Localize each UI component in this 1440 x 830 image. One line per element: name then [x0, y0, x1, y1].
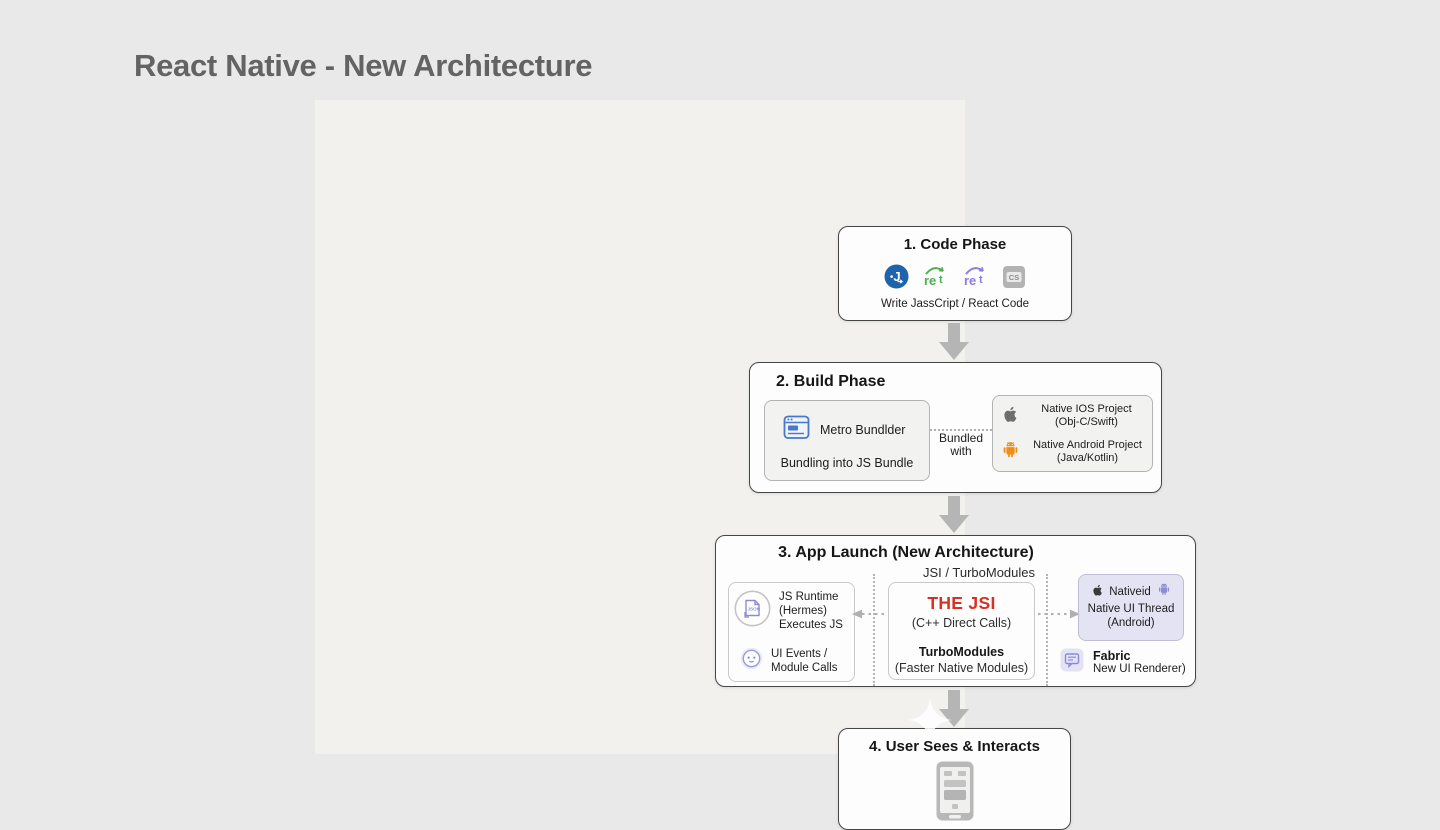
- json-file-icon: JSON: [734, 590, 771, 632]
- dotted-divider-right: [1046, 574, 1048, 686]
- code-phase-box: 1. Code Phase J re t: [838, 226, 1072, 321]
- apple-icon: [1001, 404, 1018, 429]
- app-launch-box: 3. App Launch (New Architecture) JSI / T…: [715, 535, 1196, 687]
- svg-text:JSON: JSON: [748, 607, 761, 612]
- js-runtime-box: JSON JS Runtime (Hermes) Executes JS: [728, 582, 855, 682]
- svg-text:re: re: [964, 273, 976, 288]
- right-dashed-arrow-icon: [1038, 606, 1080, 624]
- down-block-arrow-icon: [939, 690, 969, 732]
- native-ui-thread-box: Nativeid: [1078, 574, 1184, 641]
- user-interacts-box: 4. User Sees & Interacts: [838, 728, 1071, 830]
- diagram-panel: 1. Code Phase J re t: [315, 100, 1196, 830]
- sparkle-icon: [908, 698, 952, 747]
- native-ui-thread-platform: (Android): [1107, 617, 1155, 629]
- jsi-subtitle: (C++ Direct Calls): [911, 616, 1012, 630]
- svg-text:t: t: [979, 274, 983, 286]
- native-ui-thread-label: Native UI Thread: [1087, 603, 1175, 615]
- metro-bundler-subtitle: Bundling into JS Bundle: [780, 456, 914, 470]
- turbomodules-title: TurboModules: [918, 645, 1005, 659]
- react-green-icon: re t: [922, 264, 949, 294]
- fabric-item: Fabric New UI Renderer): [1060, 648, 1186, 677]
- dotted-divider-left: [873, 574, 875, 686]
- native-android-label: Native Android Project (Java/Kotlin): [1033, 439, 1142, 464]
- android-icon: [1157, 582, 1171, 602]
- js-runtime-label: JS Runtime (Hermes) Executes JS: [779, 591, 843, 631]
- native-ios-label: Native IOS Project (Obj-C/Swift): [1041, 403, 1132, 428]
- metro-bundler-icon: [783, 414, 810, 446]
- user-interacts-heading: 4. User Sees & Interacts: [869, 738, 1040, 755]
- javascript-icon: J: [884, 264, 909, 294]
- metro-bundler-label: Metro Bundlder: [820, 423, 906, 437]
- smiley-icon: [740, 647, 763, 675]
- bundled-with-connector: Bundled with: [930, 423, 992, 471]
- fabric-label: Fabric New UI Renderer): [1093, 649, 1186, 675]
- jsi-box: THE JSI (C++ Direct Calls) TurboModules …: [888, 582, 1035, 680]
- smartphone-icon: [935, 760, 975, 827]
- native-android-row: Native Android Project (Java/Kotlin): [1001, 439, 1148, 465]
- slide: React Native - New Architecture 1. Code …: [134, 48, 1196, 830]
- app-launch-heading: 3. App Launch (New Architecture): [778, 544, 1034, 561]
- fabric-renderer-icon: [1060, 648, 1084, 677]
- metro-bundler-box: Metro Bundlder Bundling into JS Bundle: [764, 400, 930, 481]
- android-icon: [1001, 440, 1020, 465]
- css-icon: CS: [1002, 265, 1026, 294]
- code-phase-caption: Write JassCript / React Code: [880, 298, 1030, 310]
- ui-events-item: UI Events / Module Calls: [740, 647, 837, 675]
- apple-icon: [1091, 583, 1103, 602]
- js-runtime-item: JSON JS Runtime (Hermes) Executes JS: [734, 590, 843, 632]
- metro-bundler-row: Metro Bundlder: [783, 414, 905, 446]
- jsi-title: THE JSI: [927, 593, 996, 613]
- native-projects-box: Native IOS Project (Obj-C/Swift): [992, 395, 1153, 472]
- ui-events-label: UI Events / Module Calls: [771, 648, 838, 674]
- svg-text:J: J: [893, 269, 900, 284]
- svg-text:t: t: [939, 274, 943, 286]
- native-ios-row: Native IOS Project (Obj-C/Swift): [1001, 403, 1148, 429]
- code-icons-row: J re t re: [839, 264, 1071, 294]
- bundled-with-label: Bundled with: [930, 432, 992, 458]
- nativeid-label: Nativeid: [1109, 586, 1151, 598]
- svg-text:re: re: [924, 273, 936, 288]
- turbomodules-subtitle: (Faster Native Modules): [894, 661, 1029, 675]
- page-title: React Native - New Architecture: [134, 48, 593, 83]
- react-purple-icon: re t: [962, 264, 989, 294]
- app-launch-subtitle: JSI / TurboModules: [923, 565, 1035, 580]
- down-block-arrow-icon: [939, 323, 969, 365]
- build-phase-heading: 2. Build Phase: [776, 373, 886, 390]
- dotted-connector-line: [930, 429, 992, 431]
- build-phase-box: 2. Build Phase Metro Bundlder Bun: [749, 362, 1162, 493]
- code-phase-heading: 1. Code Phase: [903, 236, 1007, 253]
- native-ui-thread-row: Nativeid: [1079, 582, 1183, 602]
- svg-text:CS: CS: [1009, 272, 1019, 281]
- down-block-arrow-icon: [939, 496, 969, 538]
